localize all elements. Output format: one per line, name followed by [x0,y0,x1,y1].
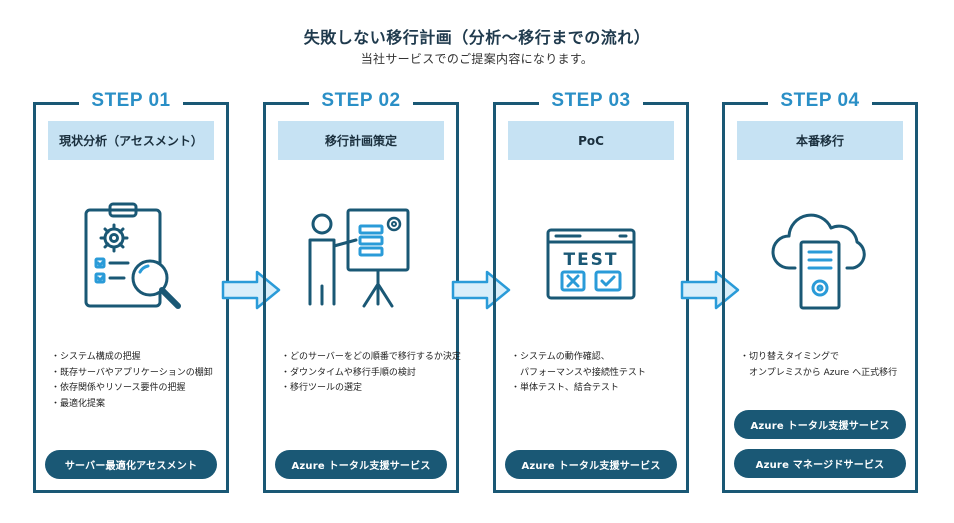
step-label: STEP 01 [91,90,171,111]
bullet: ・切り替えタイミングで [740,352,840,362]
step-label: STEP 03 [551,90,631,111]
step-frame [722,102,918,493]
step-02-panel: STEP 02 移行計画策定 ・どのサーバーをどの順番で移行するか決定 ・ダウン… [263,90,461,493]
test-window-icon: TEST [493,192,689,332]
step-03-panel: STEP 03 PoC TEST ・システムの動作確認、 パフォーマンスや接続性… [493,90,689,493]
phase-label: 現状分析（アセスメント） [48,121,214,160]
bullet: ・依存関係やリソース要件の把握 [51,383,186,393]
step-01-panel: STEP 01 現状分析（アセスメント） ・システム構成の把握 ・既存サーバやア… [33,90,229,493]
phase-label: PoC [508,121,674,160]
bullet: ・システム構成の把握 [51,352,141,362]
presenter-whiteboard-icon [263,192,459,332]
bullet: ・単体テスト、結合テスト [511,383,619,393]
diagram-title: 失敗しない移行計画（分析〜移行までの流れ） [303,28,651,47]
bullet: ・どのサーバーをどの順番で移行するか決定 [281,352,461,362]
step-bullets: ・どのサーバーをどの順番で移行するか決定 ・ダウンタイムや移行手順の検討 ・移行… [281,350,461,397]
step-04-panel: STEP 04 本番移行 ・切り替えタイミングで オンプレミスから Azure … [722,90,918,493]
step-label: STEP 02 [321,90,401,111]
bullet: ・最適化提案 [51,398,106,409]
phase-label: 本番移行 [737,121,903,160]
bullet: ・システムの動作確認、 [511,352,610,362]
clipboard-gear-magnifier-icon [33,192,229,332]
bullet: ・ダウンタイムや移行手順の検討 [281,367,416,378]
svg-text:TEST: TEST [563,250,618,270]
bullet: オンプレミスから Azure へ正式移行 [740,367,898,378]
bullet: パフォーマンスや接続性テスト [511,367,646,378]
step-bullets: ・システム構成の把握 ・既存サーバやアプリケーションの棚卸 ・依存関係やリソース… [51,350,221,412]
step-label: STEP 04 [780,90,860,111]
service-button[interactable]: サーバー最適化アセスメント [45,450,217,479]
service-button[interactable]: Azure マネージドサービス [734,449,906,478]
phase-label: 移行計画策定 [278,121,444,160]
cloud-server-icon [722,192,918,332]
step-bullets: ・システムの動作確認、 パフォーマンスや接続性テスト ・単体テスト、結合テスト [511,350,681,397]
service-button[interactable]: Azure トータル支援サービス [275,450,447,479]
bullet: ・移行ツールの選定 [281,383,363,393]
service-button[interactable]: Azure トータル支援サービス [505,450,677,479]
bullet: ・既存サーバやアプリケーションの棚卸 [51,367,213,378]
step-bullets: ・切り替えタイミングで オンプレミスから Azure へ正式移行 [740,350,910,381]
service-button[interactable]: Azure トータル支援サービス [734,410,906,439]
diagram-subtitle: 当社サービスでのご提案内容になります。 [360,52,594,66]
